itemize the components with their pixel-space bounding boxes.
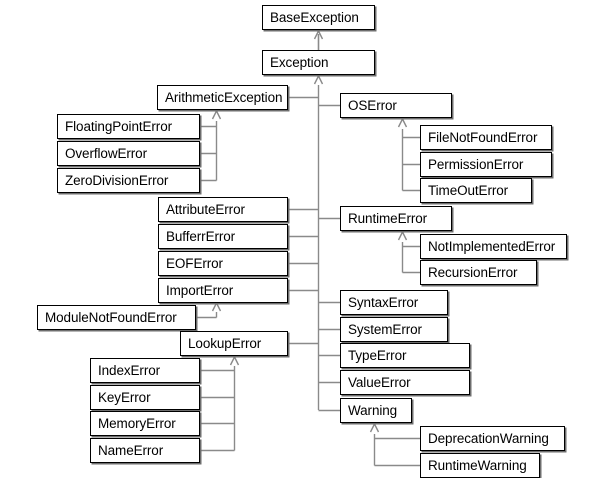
node-label: ValueError [348,374,411,390]
node-label: PermissionError [428,156,524,172]
node-filenotfounderror[interactable]: FileNotFoundError [420,125,552,150]
node-overflowerror[interactable]: OverflowError [57,141,200,166]
node-label: NotImplementedError [428,238,556,254]
node-syntaxerror[interactable]: SyntaxError [340,290,448,315]
node-arithmeticexception[interactable]: ArithmeticException [157,85,288,110]
node-runtimeerror[interactable]: RuntimeError [340,206,452,231]
node-label: BaseException [270,9,359,25]
node-modulenotfounderror[interactable]: ModuleNotFoundError [37,305,196,330]
node-label: FileNotFoundError [428,129,538,145]
node-label: Warning [348,402,398,418]
arrowhead-lookuperror [229,355,240,366]
arrowhead-warning [369,422,380,433]
node-notimplementederror[interactable]: NotImplementedError [420,234,567,259]
node-label: TimeOutError [428,182,509,198]
node-baseexception[interactable]: BaseException [262,5,375,30]
node-importerror[interactable]: ImportError [158,278,288,303]
node-label: RecursionError [428,264,518,280]
node-label: SystemError [348,321,422,337]
node-label: EOFError [166,255,223,271]
arrowhead-runtimeerror [397,230,408,241]
node-label: TypeError [348,347,407,363]
node-label: SyntaxError [348,294,419,310]
arrowhead-oserror [397,117,408,128]
node-label: BufferrError [166,228,236,244]
node-label: LookupError [188,335,262,351]
node-label: IndexError [98,362,161,378]
node-label: ZeroDivisionError [65,172,169,188]
node-label: FloatingPointError [65,118,172,134]
node-nameerror[interactable]: NameError [90,438,200,463]
node-recursionerror[interactable]: RecursionError [420,260,537,285]
node-memoryerror[interactable]: MemoryError [90,411,200,436]
node-zerodivisionerror[interactable]: ZeroDivisionError [57,168,200,193]
node-typeerror[interactable]: TypeError [340,343,470,368]
node-valueerror[interactable]: ValueError [340,370,470,395]
node-label: RuntimeWarning [428,457,527,473]
node-label: OSError [348,97,397,113]
arrowhead-baseexception [313,29,324,40]
node-label: Exception [270,54,329,70]
node-exception[interactable]: Exception [262,50,375,75]
node-label: OverflowError [65,145,147,161]
node-label: AttributeError [166,201,245,217]
node-indexerror[interactable]: IndexError [90,358,200,383]
node-floatingpointerror[interactable]: FloatingPointError [57,114,200,139]
node-attributeerror[interactable]: AttributeError [158,197,288,222]
node-keyerror[interactable]: KeyError [90,385,200,410]
node-label: DeprecationWarning [428,430,549,446]
arrowhead-exception [313,74,324,85]
node-eoferror[interactable]: EOFError [158,251,288,276]
arrowhead-arithmeticexception [211,109,222,120]
node-label: KeyError [98,389,151,405]
node-label: ArithmeticException [165,89,283,105]
node-oserror[interactable]: OSError [340,93,452,118]
node-runtimewarning[interactable]: RuntimeWarning [420,453,540,478]
node-timeouterror[interactable]: TimeOutError [420,178,532,203]
node-label: NameError [98,442,164,458]
node-permissionerror[interactable]: PermissionError [420,152,552,177]
node-warning[interactable]: Warning [340,398,412,423]
node-deprecationwarning[interactable]: DeprecationWarning [420,426,565,451]
node-label: MemoryError [98,415,176,431]
node-bufferrerror[interactable]: BufferrError [158,224,288,249]
node-label: ImportError [166,282,234,298]
node-lookuperror[interactable]: LookupError [180,331,288,356]
arrowhead-importerror [211,301,222,312]
node-label: ModuleNotFoundError [45,309,177,325]
node-systemerror[interactable]: SystemError [340,317,448,342]
node-label: RuntimeError [348,210,428,226]
